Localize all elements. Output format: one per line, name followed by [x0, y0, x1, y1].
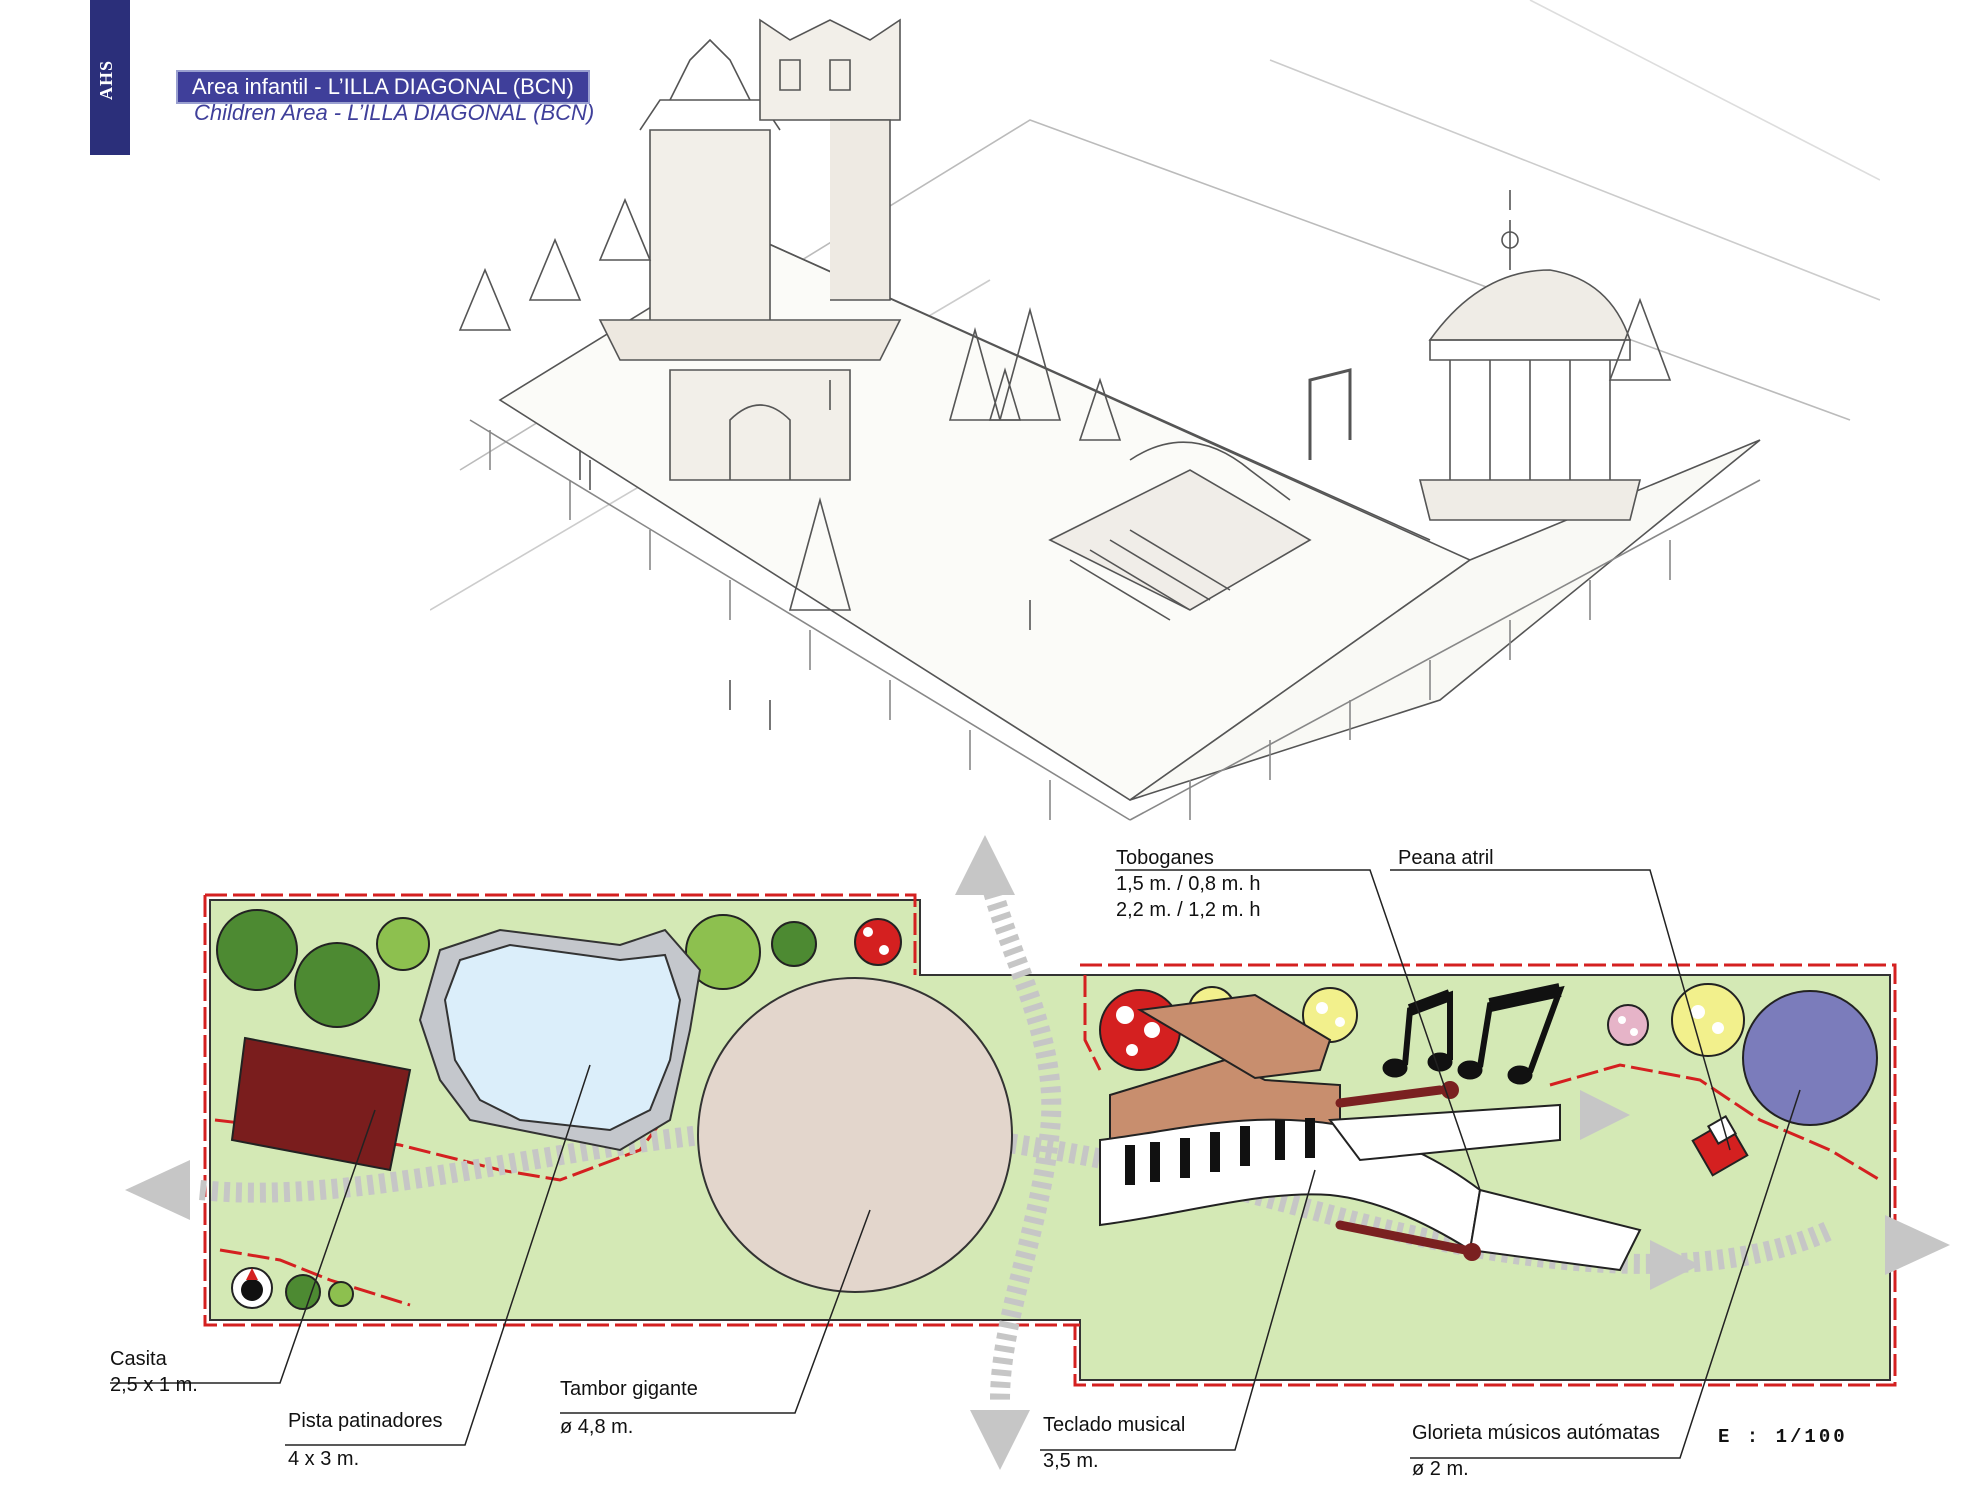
floor-plan	[110, 835, 1950, 1470]
gazebo-shape	[1742, 990, 1878, 1126]
label-peana: Peana atril	[1398, 845, 1494, 871]
label-glorieta: Glorieta músicos autómatas ø 2 m.	[1412, 1420, 1660, 1482]
label-toboganes: Toboganes 1,5 m. / 0,8 m. h 2,2 m. / 1,2…	[1116, 845, 1261, 923]
tree	[216, 909, 298, 991]
toboganes-dim1: 1,5 m. / 0,8 m. h	[1116, 873, 1261, 895]
drum-shape	[697, 977, 1013, 1293]
teclado-name: Teclado musical	[1043, 1414, 1186, 1436]
label-casita: Casita 2,5 x 1 m.	[110, 1346, 198, 1398]
keyboard	[1099, 1103, 1642, 1272]
tambor-name: Tambor gigante	[560, 1378, 698, 1400]
pista-name: Pista patinadores	[288, 1410, 443, 1432]
casita-name: Casita	[110, 1348, 167, 1370]
tree	[328, 1281, 354, 1307]
page-title: Area infantil - L’ILLA DIAGONAL (BCN)	[176, 70, 590, 104]
access-arrows	[125, 835, 1950, 1470]
logo: AHS	[96, 60, 116, 101]
peana-name: Peana atril	[1398, 847, 1494, 869]
casita-dim: 2,5 x 1 m.	[110, 1374, 198, 1396]
tambor-dim: ø 4,8 m.	[560, 1416, 634, 1438]
toboganes-dim2: 2,2 m. / 1,2 m. h	[1116, 899, 1261, 921]
tree	[285, 1274, 321, 1310]
mushroom	[1099, 989, 1181, 1071]
logo-bar	[90, 0, 130, 155]
teclado-dim: 3,5 m.	[1043, 1450, 1099, 1472]
music-notes	[1382, 983, 1565, 1085]
mushroom	[1607, 1004, 1649, 1046]
scale-label: E : 1/100	[1718, 1426, 1848, 1448]
pista-dim: 4 x 3 m.	[288, 1448, 360, 1470]
label-teclado: Teclado musical 3,5 m.	[1043, 1412, 1185, 1474]
label-tambor: Tambor gigante ø 4,8 m.	[560, 1376, 698, 1440]
tree	[771, 921, 817, 967]
page-subtitle: Children Area - L’ILLA DIAGONAL (BCN)	[194, 100, 595, 125]
mushroom	[1671, 983, 1745, 1057]
label-pista: Pista patinadores 4 x 3 m.	[288, 1408, 443, 1472]
tree	[294, 942, 380, 1028]
toboganes-name: Toboganes	[1116, 847, 1214, 869]
glorieta-dim: ø 2 m.	[1412, 1458, 1469, 1480]
mushroom	[854, 918, 902, 966]
glorieta-name: Glorieta músicos autómatas	[1412, 1422, 1660, 1444]
tree	[376, 917, 430, 971]
tree	[685, 914, 761, 990]
rink-ice	[443, 943, 682, 1132]
perspective-sketch	[430, 0, 1880, 821]
